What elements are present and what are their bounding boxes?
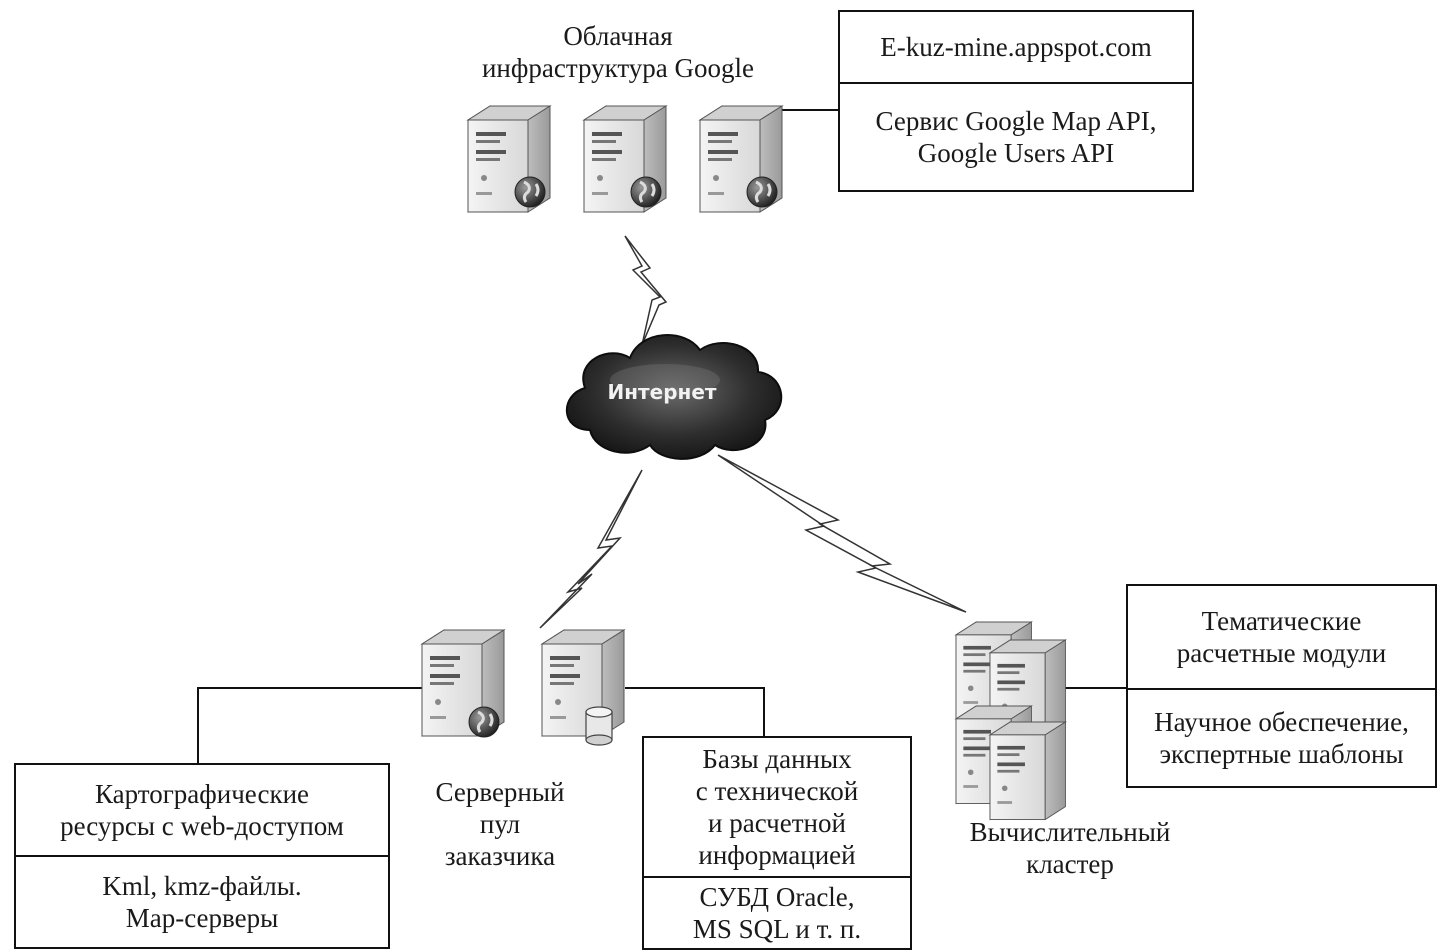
lightning-link-internet-cluster xyxy=(717,454,967,613)
box-body: СУБД Oracle, MS SQL и т. п. xyxy=(644,876,910,948)
box-line: Картографические xyxy=(95,779,309,809)
label-line: кластер xyxy=(1026,849,1114,879)
box-line: СУБД Oracle, xyxy=(699,882,855,912)
connector-maps-box xyxy=(197,687,422,763)
box-body: Научное обеспечение, экспертные шаблоны xyxy=(1128,688,1435,786)
box-line: E-kuz-mine.appspot.com xyxy=(880,32,1152,62)
cloud-icon xyxy=(565,334,783,460)
box-line: с технической xyxy=(695,776,859,806)
databases-box: Базы данных с технической и расчетной ин… xyxy=(642,736,912,950)
box-line: MS SQL и т. п. xyxy=(692,914,862,944)
map-resources-box: Картографические ресурсы с web-доступом … xyxy=(14,763,390,949)
box-line: расчетные модули xyxy=(1176,638,1387,668)
label-line: заказчика xyxy=(444,841,556,871)
box-line: и расчетной xyxy=(708,808,846,838)
label-line: пул xyxy=(479,809,521,839)
box-line: Тематические xyxy=(1201,606,1362,636)
box-body: Сервис Google Map API, Google Users API xyxy=(840,82,1192,190)
computing-modules-box: Тематические расчетные модули Научное об… xyxy=(1126,584,1437,788)
box-line: Google Users API xyxy=(917,138,1115,168)
globe-icon xyxy=(513,175,547,209)
globe-icon xyxy=(745,175,779,209)
label-line: Облачная xyxy=(563,21,673,51)
server-tower-icon xyxy=(989,721,1066,820)
box-header: Базы данных с технической и расчетной ин… xyxy=(644,738,910,876)
globe-icon xyxy=(629,175,663,209)
globe-icon xyxy=(467,705,501,739)
box-line: экспертные шаблоны xyxy=(1159,739,1404,769)
google-service-box: E-kuz-mine.appspot.com Сервис Google Map… xyxy=(838,10,1194,192)
database-cylinder-icon xyxy=(585,706,613,746)
box-line: Базы данных xyxy=(702,744,852,774)
box-line: Научное обеспечение, xyxy=(1154,707,1409,737)
box-line: Map-серверы xyxy=(125,903,279,933)
box-line: ресурсы с web-доступом xyxy=(60,811,344,841)
box-line: Сервис Google Map API, xyxy=(875,106,1157,136)
box-header: Картографические ресурсы с web-доступом xyxy=(16,765,388,855)
box-line: Kml, kmz-файлы. xyxy=(102,871,302,901)
cluster-label: Вычислительный кластер xyxy=(930,816,1210,880)
internet-label: Интернет xyxy=(607,380,717,404)
box-line: информацией xyxy=(698,840,856,870)
lightning-link-google-internet xyxy=(624,235,668,346)
lightning-link-internet-pool xyxy=(539,469,643,629)
label-line: инфраструктура Google xyxy=(481,53,755,83)
box-header: E-kuz-mine.appspot.com xyxy=(840,12,1192,82)
cloud-infrastructure-label: Облачная инфраструктура Google xyxy=(438,20,798,84)
server-pool-label: Серверный пул заказчика xyxy=(400,776,600,872)
label-line: Серверный xyxy=(435,777,565,807)
connector-db-box xyxy=(625,687,765,736)
box-body: Kml, kmz-файлы. Map-серверы xyxy=(16,855,388,947)
label-line: Вычислительный xyxy=(969,817,1171,847)
box-header: Тематические расчетные модули xyxy=(1128,586,1435,688)
